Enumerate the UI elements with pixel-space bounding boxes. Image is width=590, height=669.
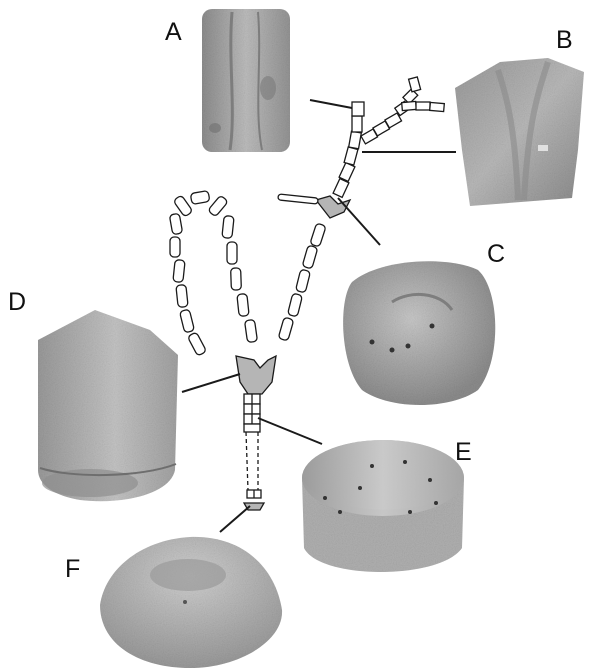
specimen-c-photo xyxy=(343,261,495,405)
specimen-e-photo xyxy=(302,440,464,572)
leader-line-a xyxy=(310,100,352,108)
panel-label-b: B xyxy=(556,26,573,54)
leader-line-d xyxy=(182,374,240,392)
specimen-a-photo xyxy=(202,9,290,152)
panel-label-d: D xyxy=(8,288,26,316)
panel-label-a: A xyxy=(165,18,182,46)
panel-label-e: E xyxy=(455,438,472,466)
panel-label-f: F xyxy=(65,555,80,583)
leader-line-f xyxy=(220,506,250,532)
specimen-d-photo xyxy=(38,310,178,501)
panel-label-c: C xyxy=(487,240,505,268)
leader-line-e xyxy=(258,418,322,444)
specimen-f-photo xyxy=(100,537,282,668)
leader-line-c xyxy=(338,198,380,245)
specimen-b-photo xyxy=(455,58,584,206)
